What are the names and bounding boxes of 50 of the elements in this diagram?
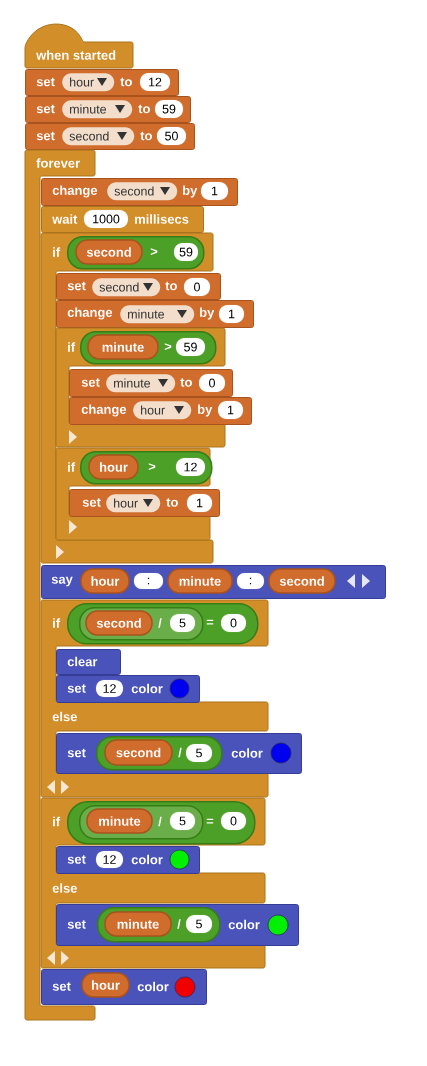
number-slot: 59	[154, 99, 184, 119]
variable-reporter: hour	[81, 972, 130, 998]
number-slot: 1	[200, 181, 229, 201]
dropdown: hour	[106, 494, 161, 513]
dropdown: second	[107, 182, 178, 201]
number-slot: 1	[186, 493, 213, 513]
number-slot: 12	[175, 457, 206, 477]
dropdown: hour	[133, 401, 192, 420]
number-slot: 5	[185, 743, 213, 763]
number-slot: 1	[218, 304, 245, 324]
number-slot: 1000	[83, 209, 129, 229]
number-slot: 5	[185, 914, 213, 934]
number-slot: 5	[169, 613, 196, 633]
variable-reporter: minute	[86, 808, 153, 834]
variable-reporter: minute	[104, 911, 172, 937]
number-slot: 12	[95, 850, 124, 869]
color-swatch	[270, 742, 292, 764]
dropdown: hour	[62, 73, 115, 92]
variable-reporter: second	[268, 568, 336, 594]
number-slot: 0	[220, 811, 247, 831]
hat-block: when started	[24, 23, 134, 69]
variable-reporter: hour	[88, 454, 139, 480]
variable-reporter: hour	[80, 568, 130, 594]
dropdown: second	[92, 278, 161, 297]
variable-reporter: second	[104, 739, 173, 766]
number-slot: :	[236, 572, 265, 590]
number-slot: 12	[95, 679, 124, 698]
variable-reporter: minute	[87, 334, 159, 360]
number-slot: 1	[217, 400, 244, 420]
color-swatch	[174, 976, 196, 998]
number-slot: 5	[169, 811, 196, 831]
variable-reporter: second	[85, 610, 153, 636]
dropdown: second	[62, 127, 135, 146]
number-slot: 59	[175, 337, 206, 357]
number-slot: 12	[139, 72, 171, 92]
number-slot: :	[133, 572, 164, 590]
number-slot: 50	[156, 126, 187, 146]
color-swatch	[169, 849, 190, 870]
dropdown: minute	[120, 305, 195, 324]
color-swatch	[267, 914, 289, 936]
dropdown: minute	[106, 374, 176, 393]
number-slot: 0	[220, 613, 247, 633]
variable-reporter: minute	[167, 568, 233, 594]
number-slot: 59	[173, 242, 199, 262]
command-block: clear	[56, 649, 121, 675]
number-slot: 0	[183, 277, 211, 297]
number-slot: 0	[198, 373, 226, 393]
variable-reporter: second	[75, 239, 143, 265]
dropdown: minute	[62, 100, 133, 119]
color-swatch	[169, 678, 190, 699]
